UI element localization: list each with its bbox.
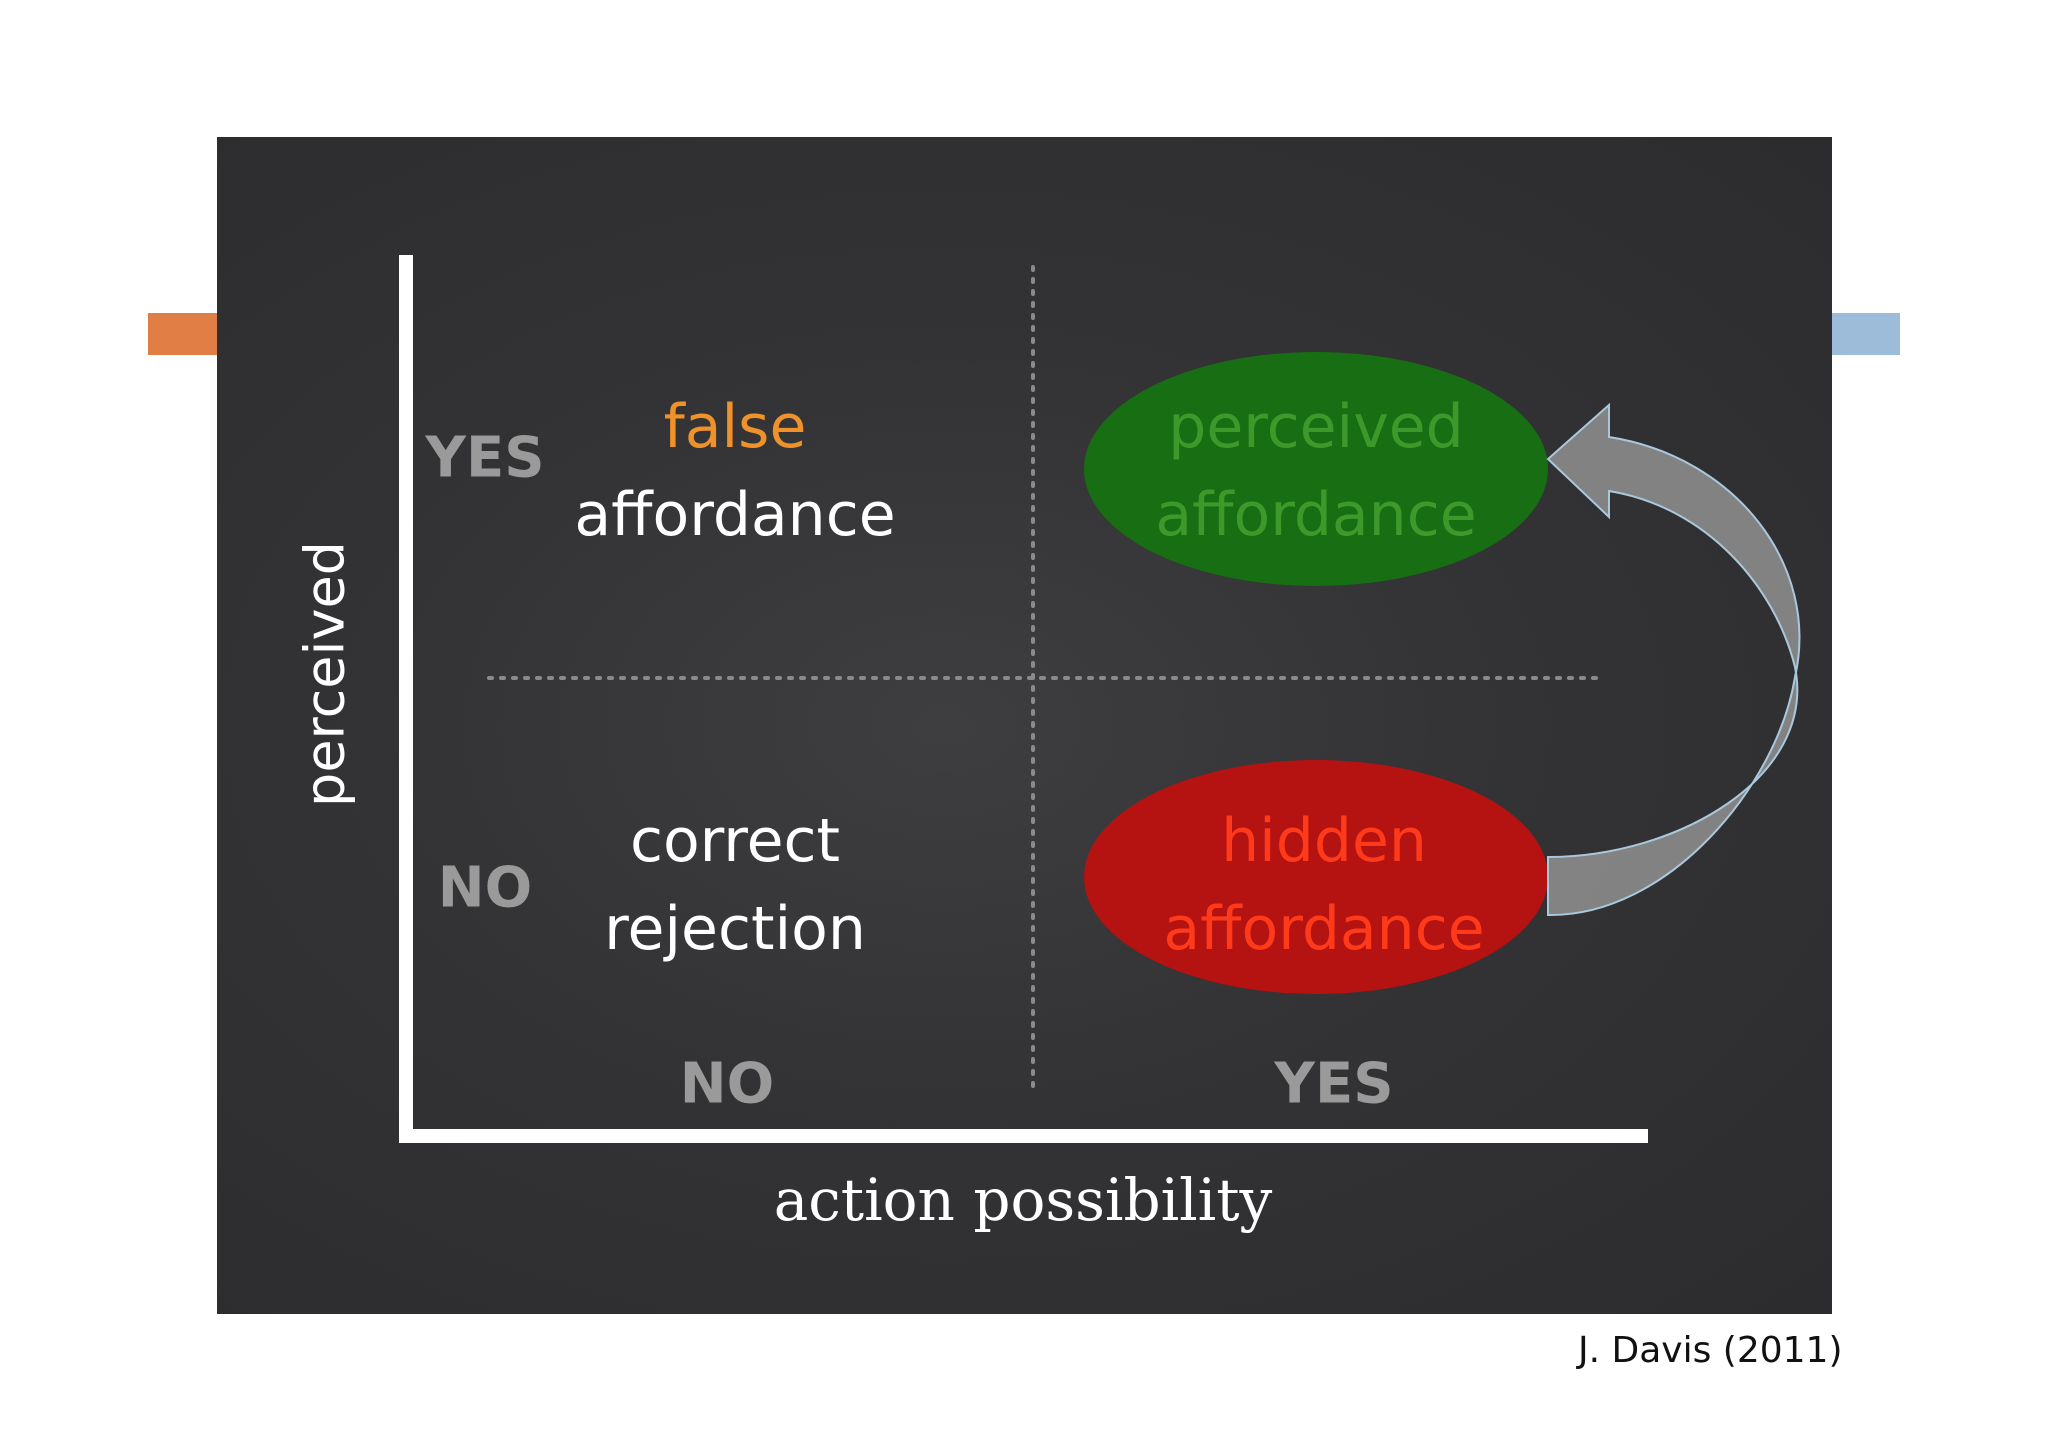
perceived-affordance-ellipse: [1084, 352, 1548, 586]
y-axis-label: perceived: [293, 541, 357, 807]
x-tick-no: NO: [679, 1051, 775, 1117]
x-axis-label: action possibility: [773, 1166, 1273, 1234]
cell-correct-rejection: correct rejection: [604, 797, 866, 973]
accent-bar-right: [1832, 313, 1900, 355]
diagram-graphics: [399, 255, 1801, 1143]
cell-perceived-affordance: perceived affordance: [1155, 383, 1476, 559]
cell-hidden-affordance-line2: affordance: [1163, 894, 1485, 964]
y-tick-yes: YES: [425, 425, 545, 491]
accent-bar-left: [148, 313, 218, 355]
cell-hidden-affordance-line1: hidden: [1221, 806, 1427, 876]
cell-correct-rejection-line2: rejection: [604, 894, 866, 964]
citation: J. Davis (2011): [1578, 1330, 1843, 1371]
cell-false-affordance-line2: affordance: [574, 480, 896, 550]
cell-correct-rejection-line1: correct: [629, 806, 841, 876]
y-tick-no: NO: [437, 855, 533, 921]
cell-false-affordance: false affordance: [574, 383, 895, 559]
diagram-panel: YES NO NO YES false affordance perceived…: [217, 137, 1832, 1314]
curved-arrow: [1546, 402, 1801, 917]
cell-perceived-affordance-line2: affordance: [1155, 480, 1477, 550]
cell-false-affordance-line1: false: [663, 392, 807, 462]
x-tick-yes: YES: [1274, 1051, 1394, 1117]
hidden-affordance-ellipse: [1084, 760, 1548, 994]
cell-perceived-affordance-line1: perceived: [1168, 392, 1464, 462]
cell-hidden-affordance: hidden affordance: [1163, 797, 1484, 973]
